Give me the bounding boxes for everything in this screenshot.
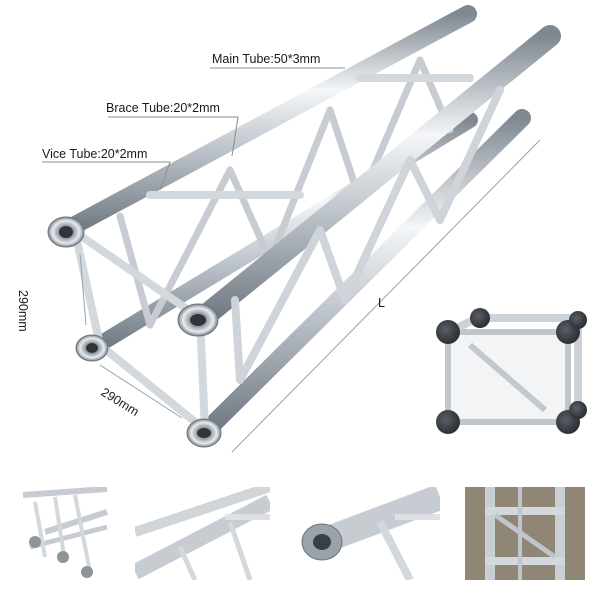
thumbnail-installed-photo[interactable] [465,487,585,580]
length-dimension-label: L [378,296,385,310]
cube-connector-block [436,308,587,434]
main-tube-front-top [189,25,561,331]
height-dimension-label: 290mm [16,290,30,332]
dimension-lines [79,139,541,453]
main-tube-front-bottom [196,109,531,441]
thumbnail-brace-detail-image [135,487,270,580]
main-tube-label: Main Tube:50*3mm [212,52,321,66]
thumbnail-connector-detail[interactable] [300,487,440,580]
thumbnail-truss-overview[interactable] [15,487,110,580]
vice-tubes [71,74,474,434]
thumbnail-connector-detail-image [301,487,440,580]
thumbnail-brace-detail[interactable] [135,487,270,580]
vice-tube-label: Vice Tube:20*2mm [42,147,148,161]
brace-tubes-front [231,86,504,384]
label-leader-lines [42,67,345,191]
thumbnail-truss-overview-image [22,487,108,578]
brace-tube-label: Brace Tube:20*2mm [106,101,220,115]
main-tube-back-top [53,5,477,241]
thumbnail-installed-photo-image [465,487,585,580]
tube-end-connectors [47,216,222,448]
